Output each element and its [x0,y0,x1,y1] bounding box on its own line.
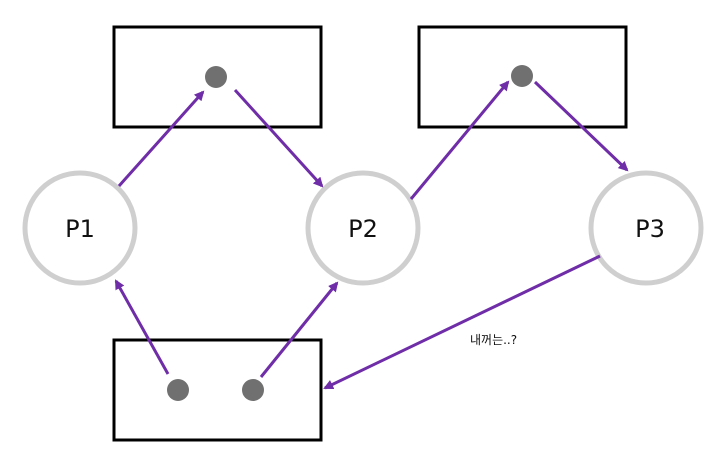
process-label-p3: P3 [635,215,665,243]
edge-top-left-to-p2 [233,88,324,188]
edge-p3-to-bottom-box [323,254,601,390]
process-label-p2: P2 [348,215,378,243]
edge-p2-to-top-right [409,80,510,200]
edge-top-right-to-p3 [533,80,629,172]
instance-bottom-2 [242,379,264,401]
process-circle-p3 [588,170,704,286]
edge-bottom-1-to-p1 [114,279,170,375]
edge-p1-to-top-left [117,90,205,187]
instance-top-right [511,65,533,87]
instance-bottom-1 [167,379,189,401]
process-label-p1: P1 [65,215,95,243]
annotation-text: 내꺼는..? [470,333,517,347]
process-circle-p1 [22,170,138,286]
instance-top-left [205,66,227,88]
process-circle-p2 [305,170,421,286]
edge-bottom-2-to-p2 [259,281,339,378]
resource-box-bottom [112,338,323,442]
